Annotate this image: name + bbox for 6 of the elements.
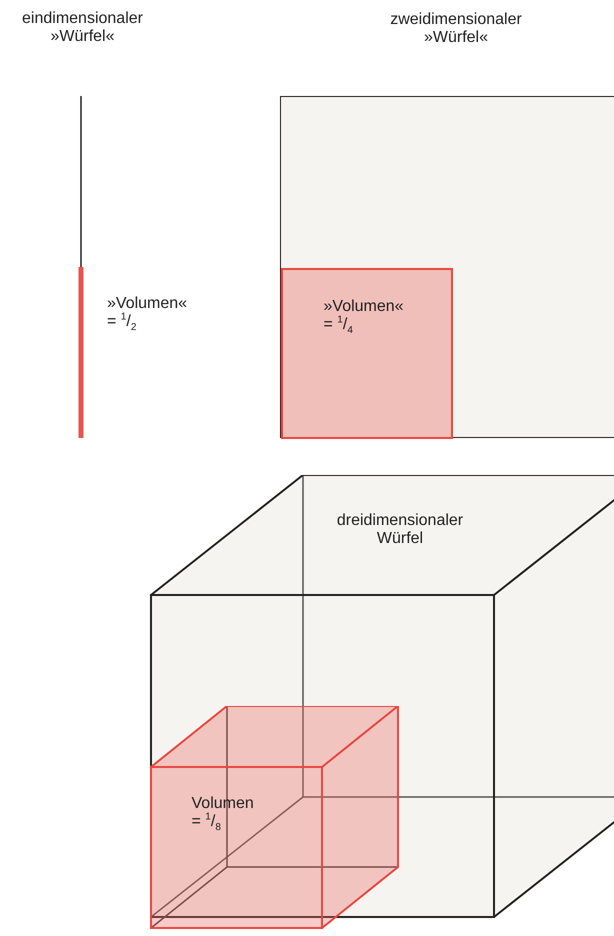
shaded-square xyxy=(281,268,453,439)
heading: eindimensionaler »Würfel« xyxy=(21,10,144,47)
volume-label: »Volumen« = $^{1}$/$_{2}$ xyxy=(107,295,188,332)
heading: dreidimensionaler Würfel xyxy=(336,512,464,549)
volume-label: »Volumen« = $^{1}$/$_{4}$ xyxy=(324,298,405,335)
heading: zweidimensionaler »Würfel« xyxy=(389,11,523,48)
